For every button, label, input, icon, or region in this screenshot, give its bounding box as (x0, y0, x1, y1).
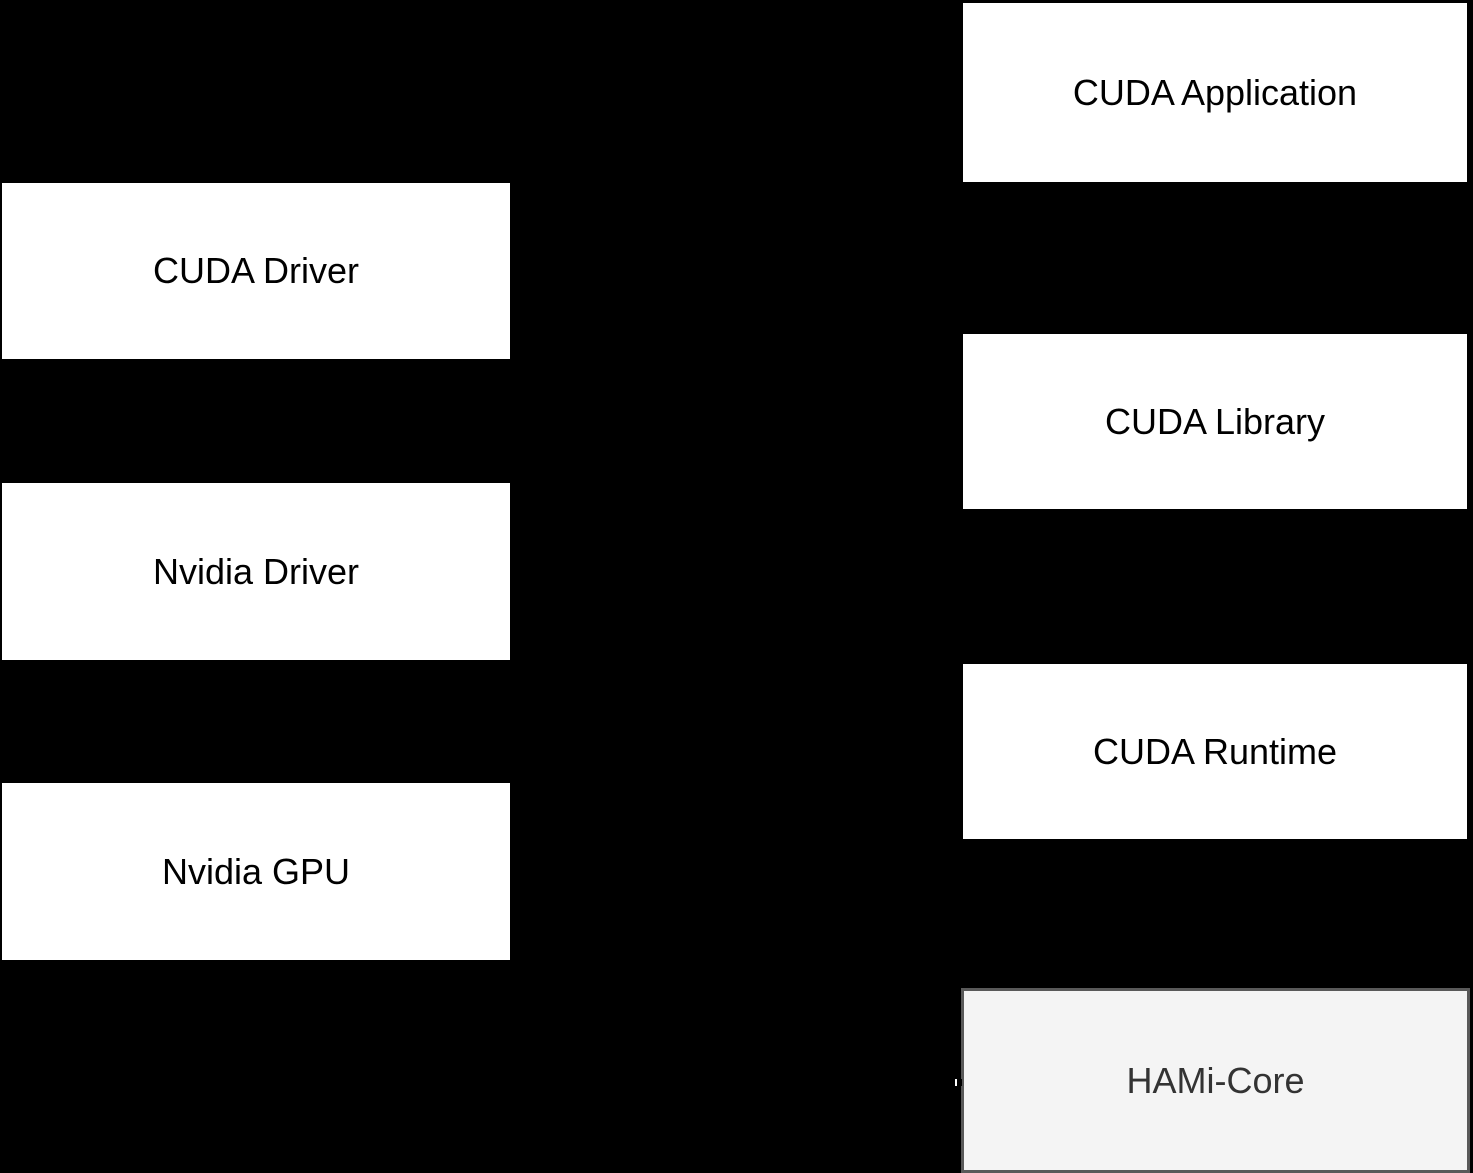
node-cuda-library-label: CUDA Library (1104, 400, 1326, 442)
node-nvidia-gpu-label: Nvidia GPU (161, 850, 351, 892)
node-hami-core-label: HAMi-Core (1126, 1059, 1305, 1101)
node-cuda-application-label: CUDA Application (1072, 71, 1358, 113)
node-nvidia-gpu: Nvidia GPU (2, 783, 510, 960)
node-nvidia-driver-label: Nvidia Driver (152, 550, 360, 592)
node-cuda-library: CUDA Library (963, 334, 1467, 509)
node-nvidia-driver: Nvidia Driver (2, 483, 510, 660)
node-cuda-runtime: CUDA Runtime (963, 664, 1467, 839)
node-cuda-application: CUDA Application (963, 3, 1467, 182)
node-hami-core: HAMi-Core (961, 988, 1470, 1173)
node-cuda-driver: CUDA Driver (2, 183, 510, 359)
node-cuda-runtime-label: CUDA Runtime (1092, 730, 1338, 772)
arrow-tip-remnant (957, 1079, 962, 1086)
node-cuda-driver-label: CUDA Driver (152, 250, 359, 292)
arrow-tip-remnant-outline (955, 1079, 957, 1086)
